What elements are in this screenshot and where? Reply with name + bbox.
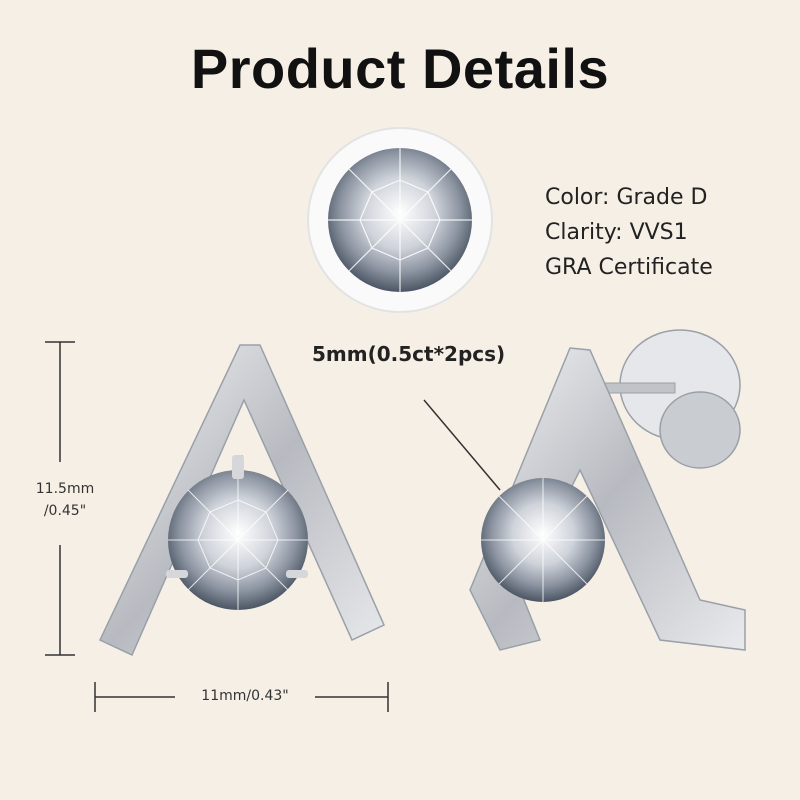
gem-closeup <box>307 127 493 313</box>
stone-pointer-line <box>423 399 501 491</box>
spec-clarity: Clarity: VVS1 <box>545 220 688 245</box>
height-dimension-label: 11.5mm /0.45" <box>30 478 100 522</box>
spec-certificate: GRA Certificate <box>545 255 713 280</box>
page-title: Product Details <box>190 37 610 100</box>
height-dimension-line <box>45 341 75 656</box>
height-inch: /0.45" <box>43 503 87 519</box>
stone-size-label: 5mm(0.5ct*2pcs) <box>312 342 506 366</box>
spec-list: Color: Grade D Clarity: VVS1 GRA Certifi… <box>545 180 713 285</box>
width-dimension-label: 11mm/0.43" <box>201 688 289 704</box>
spec-color: Color: Grade D <box>545 185 708 210</box>
earring-side-view <box>469 329 746 651</box>
height-mm: 11.5mm <box>35 481 95 497</box>
earring-front-view <box>98 344 385 657</box>
width-dimension-line <box>94 682 389 712</box>
